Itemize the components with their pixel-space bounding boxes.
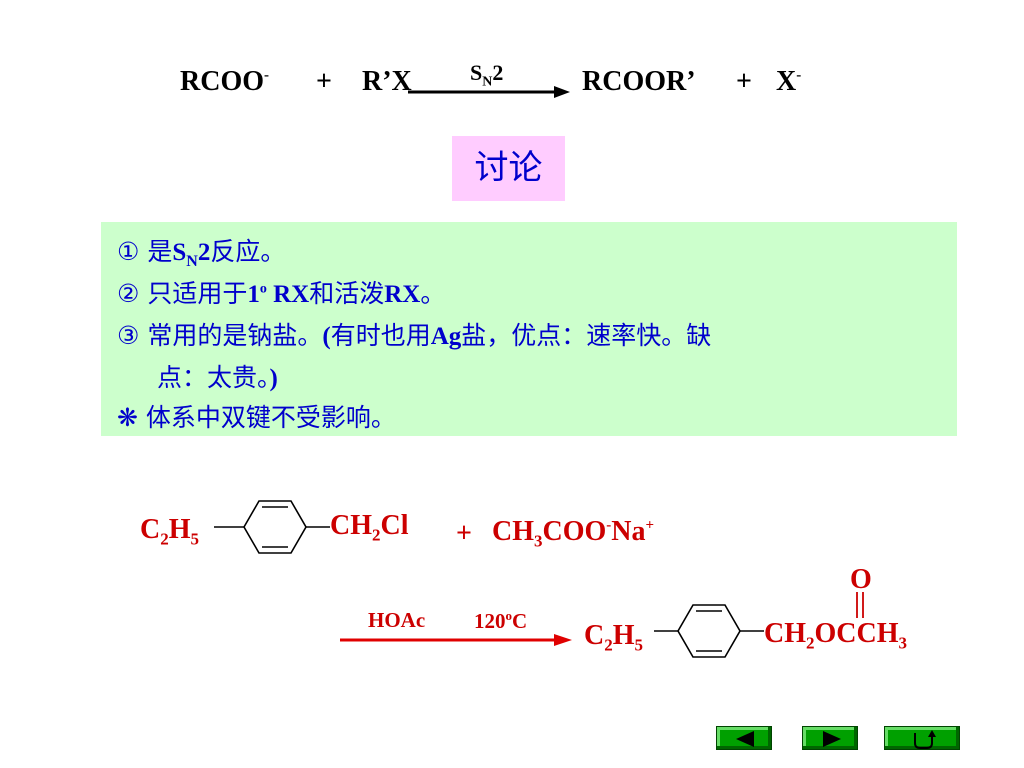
prev-slide-button[interactable] [716, 726, 772, 750]
carbonyl-oxygen: O [850, 564, 872, 595]
product-x: X- [776, 66, 802, 97]
return-button[interactable] [884, 726, 960, 750]
discussion-label: 讨论 [452, 136, 565, 201]
plus-sign-1: + [316, 66, 332, 97]
reactant-rcoo: RCOO- [180, 66, 269, 97]
benzene-ring-reactant [214, 500, 330, 554]
reagent-sodium-acetate: CH3COO-Na+ [492, 516, 655, 551]
next-slide-button[interactable] [802, 726, 858, 750]
reaction-condition-sn2: SN2 [470, 60, 504, 90]
note-line-5: ❋ 体系中双键不受影响。 [117, 403, 396, 432]
note-line-3: ③ 常用的是钠盐。(有时也用Ag盐，优点：速率快。缺 [117, 321, 712, 350]
triangle-left-icon [736, 731, 754, 747]
notes-box: ① 是SN2反应。 ② 只适用于1o RX和活泼RX。 ③ 常用的是钠盐。(有时… [101, 222, 957, 436]
note-line-1: ① 是SN2反应。 [117, 237, 286, 270]
asterisk-bullet-icon: ❋ [117, 403, 138, 432]
product-rcoor: RCOOR’ [582, 66, 696, 97]
reaction-arrow-2 [340, 634, 572, 646]
benzene-ring-product [654, 604, 764, 658]
plus-sign-3: + [456, 518, 472, 549]
product-ester-group: CH2OCCH3 [764, 618, 907, 653]
note-line-4: 点：太贵。) [157, 363, 278, 392]
return-arrow-icon [914, 730, 936, 749]
reactant-ethyl-group: C2H5 [140, 514, 200, 549]
product-ethyl-group: C2H5 [584, 620, 644, 655]
condition-solvent: HOAc [368, 608, 426, 632]
note-line-2: ② 只适用于1o RX和活泼RX。 [117, 279, 446, 308]
carbonyl-double-bond [856, 592, 864, 618]
plus-sign-2: + [736, 66, 752, 97]
reaction-arrow [408, 86, 570, 98]
triangle-right-icon [823, 731, 841, 747]
condition-temperature: 120oC [474, 608, 528, 633]
reactant-chloromethyl: CH2Cl [330, 510, 409, 545]
reactant-rx: R’X [362, 66, 412, 97]
